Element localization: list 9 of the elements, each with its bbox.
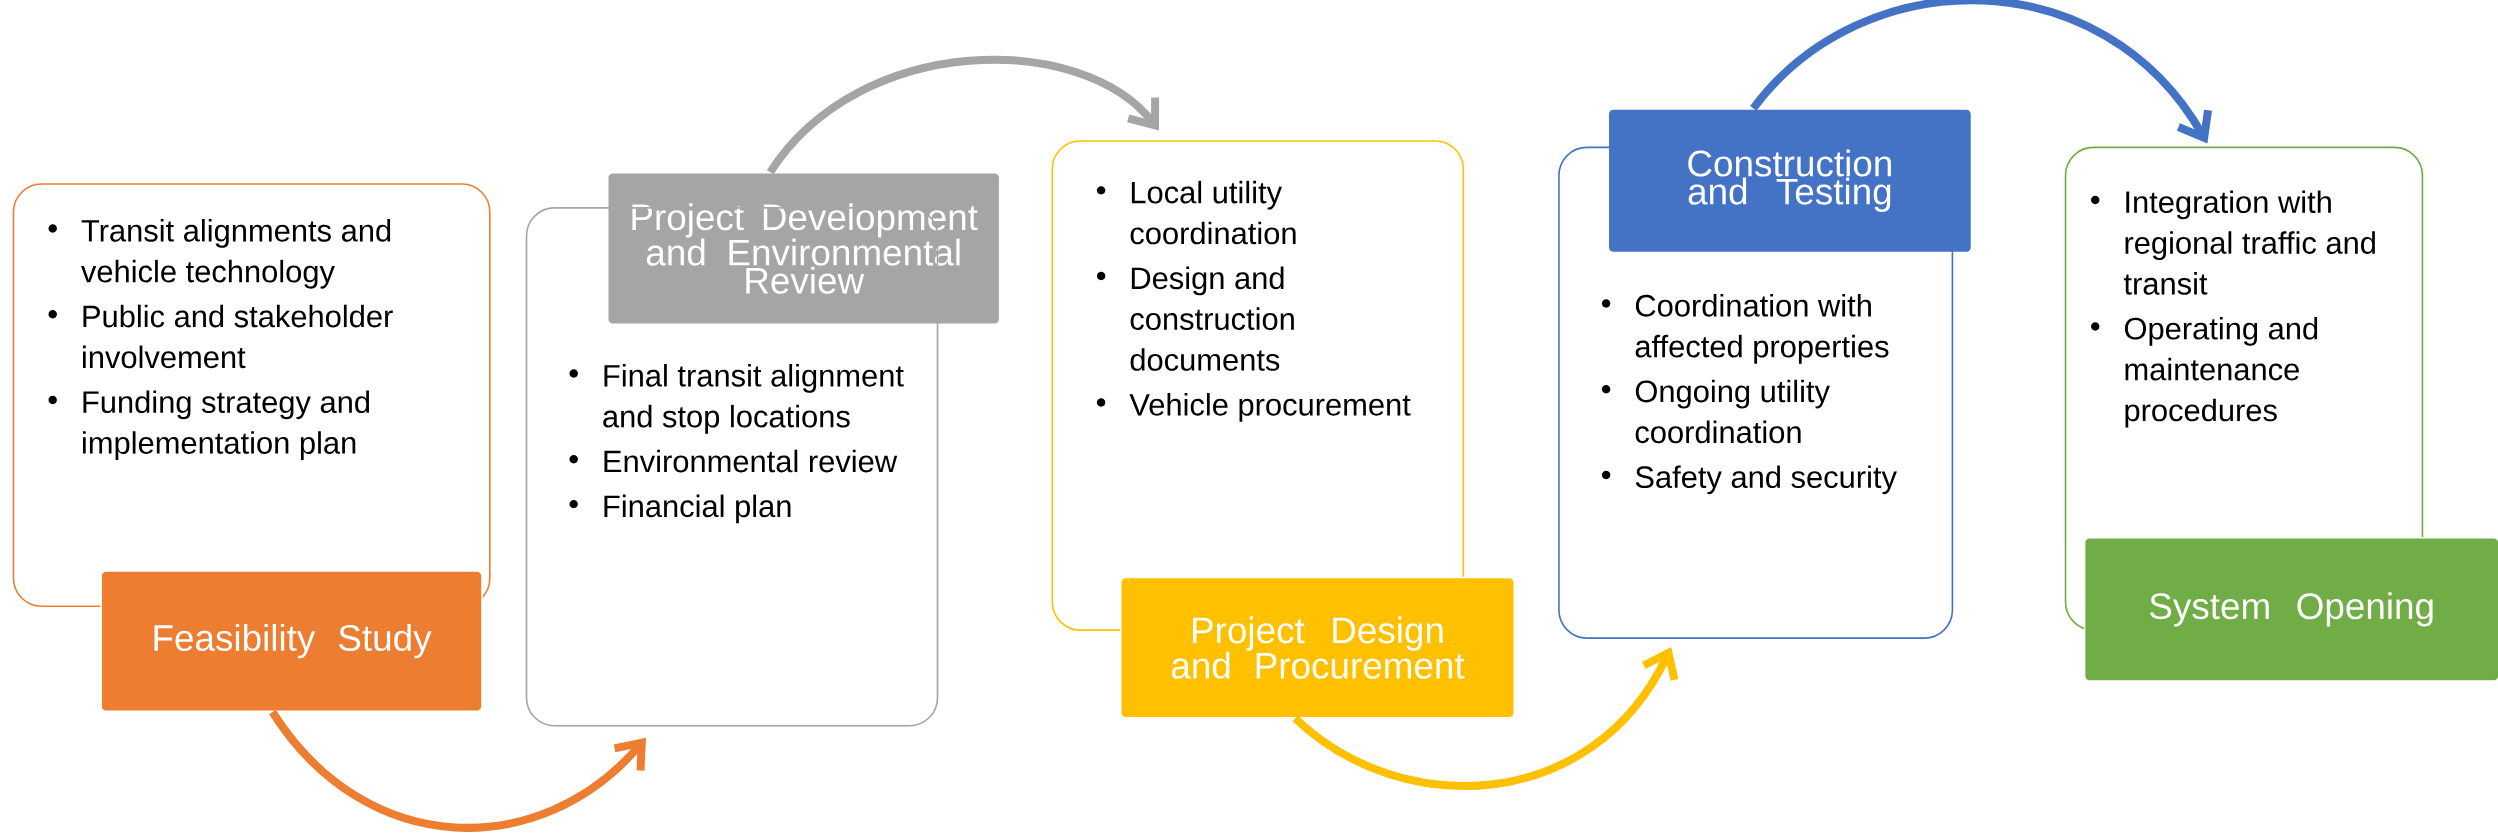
curved-arrow [767, 56, 1160, 175]
stage-label-box: System Opening [2083, 536, 2498, 682]
curved-arrow [1750, 0, 2212, 144]
stage-label-box: Feasibility Study [100, 570, 483, 712]
stage-label-box: Project Development and Environmental Review [607, 172, 1001, 325]
stage-label-box: Project Design and Procurement [1120, 576, 1516, 719]
curved-arrow [269, 709, 646, 832]
stage-label-box: Construction and Testing [1607, 108, 1973, 254]
curved-arrow [1292, 646, 1679, 790]
